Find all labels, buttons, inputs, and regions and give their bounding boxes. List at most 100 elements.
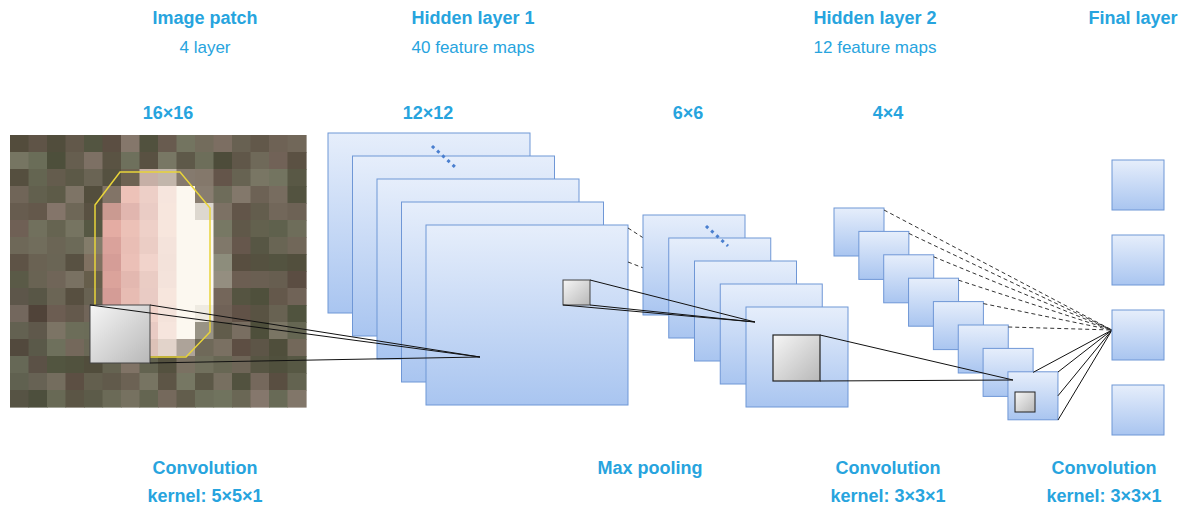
patch-pixel <box>47 356 66 374</box>
operation-caption: Convolution kernel: 3×3×1 <box>1034 454 1174 510</box>
patch-pixel <box>66 390 85 408</box>
patch-pixel <box>232 373 251 391</box>
patch-pixel <box>195 135 214 153</box>
patch-pixel <box>195 373 214 391</box>
patch-pixel <box>232 356 251 374</box>
label-slot: 6×6 <box>673 102 704 124</box>
patch-pixel <box>10 237 29 255</box>
receptive-line <box>90 305 480 357</box>
patch-pixel <box>214 305 233 323</box>
patch-pixel <box>288 186 307 204</box>
patch-pixel <box>251 305 270 323</box>
patch-pixel <box>121 203 140 221</box>
patch-pixel <box>251 271 270 289</box>
patch-pixel <box>84 186 103 204</box>
patch-pixel <box>177 305 196 323</box>
patch-pixel <box>158 186 177 204</box>
patch-pixel <box>10 322 29 340</box>
patch-pixel <box>177 373 196 391</box>
patch-pixel <box>121 135 140 153</box>
receptive-line <box>150 357 480 363</box>
patch-pixel <box>232 390 251 408</box>
patch-pixel <box>140 203 159 221</box>
patch-pixel <box>29 305 48 323</box>
patch-pixel <box>158 152 177 170</box>
patch-pixel <box>84 390 103 408</box>
patch-pixel <box>47 186 66 204</box>
patch-pixel <box>10 152 29 170</box>
patch-pixel <box>214 339 233 357</box>
patch-pixel <box>47 339 66 357</box>
label-slot: Convolution kernel: 3×3×1 <box>1034 454 1174 510</box>
patch-pixel <box>84 254 103 272</box>
patch-pixel <box>103 220 122 238</box>
projection-line <box>1058 330 1112 372</box>
patch-pixel <box>140 220 159 238</box>
label-slot: Convolution kernel: 5×5×1 <box>135 454 275 510</box>
patch-pixel <box>84 271 103 289</box>
patch-pixel <box>288 373 307 391</box>
patch-pixel <box>232 254 251 272</box>
patch-pixel <box>47 237 66 255</box>
patch-pixel <box>66 288 85 306</box>
patch-pixel <box>177 237 196 255</box>
patch-pixel <box>103 271 122 289</box>
patch-pixel <box>158 322 177 340</box>
patch-pixel <box>47 322 66 340</box>
patch-pixel <box>288 339 307 357</box>
patch-pixel <box>288 322 307 340</box>
patch-pixel <box>195 203 214 221</box>
patch-pixel <box>195 271 214 289</box>
patch-pixel <box>121 390 140 408</box>
patch-pixel <box>29 356 48 374</box>
layer-depth: 4 layer <box>179 37 230 59</box>
patch-pixel <box>66 220 85 238</box>
operation-caption: Max pooling <box>598 454 703 482</box>
patch-pixel <box>269 339 288 357</box>
patch-pixel <box>29 203 48 221</box>
patch-pixel <box>269 135 288 153</box>
label-slot: Image patch <box>152 7 257 29</box>
kernel-square <box>563 280 590 305</box>
patch-pixel <box>140 288 159 306</box>
patch-pixel <box>251 356 270 374</box>
patch-pixel <box>121 288 140 306</box>
patch-pixel <box>158 356 177 374</box>
patch-pixel <box>269 356 288 374</box>
patch-pixel <box>232 186 251 204</box>
patch-pixel <box>10 356 29 374</box>
patch-pixel <box>140 135 159 153</box>
layer-heading: Image patch <box>152 7 257 29</box>
patch-pixel <box>158 135 177 153</box>
patch-pixel <box>66 203 85 221</box>
patch-pixel <box>269 169 288 187</box>
patch-pixel <box>288 254 307 272</box>
patch-pixel <box>177 203 196 221</box>
patch-pixel <box>84 220 103 238</box>
patch-pixel <box>214 271 233 289</box>
kernel-square <box>1015 392 1035 412</box>
patch-pixel <box>29 288 48 306</box>
patch-pixel <box>47 288 66 306</box>
kernel-square <box>773 335 820 381</box>
patch-pixel <box>195 237 214 255</box>
patch-pixel <box>29 390 48 408</box>
feature-maps <box>90 133 1164 435</box>
patch-pixel <box>47 152 66 170</box>
receptive-line <box>820 380 1013 381</box>
patch-pixel <box>177 339 196 357</box>
patch-pixel <box>66 186 85 204</box>
patch-pixel <box>195 288 214 306</box>
patch-pixel <box>214 152 233 170</box>
patch-pixel <box>158 390 177 408</box>
map-size: 12×12 <box>403 102 454 124</box>
patch-pixel <box>251 169 270 187</box>
label-slot: 4 layer <box>179 37 230 59</box>
receptive-line <box>820 335 1013 380</box>
patch-pixel <box>140 152 159 170</box>
patch-pixel <box>195 339 214 357</box>
patch-pixel <box>177 288 196 306</box>
patch-pixel <box>66 305 85 323</box>
receptive-line <box>150 305 480 357</box>
